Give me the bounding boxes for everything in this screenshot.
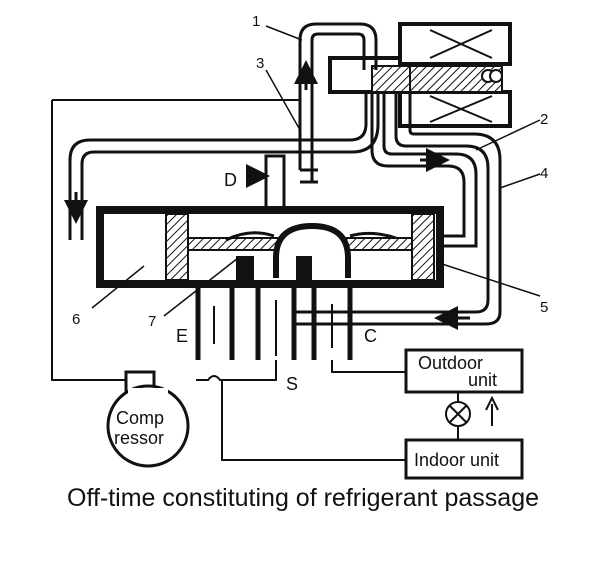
indoor-unit-label: Indoor unit bbox=[414, 450, 499, 470]
compressor: Comp ressor bbox=[106, 370, 190, 468]
indoor-unit: Indoor unit bbox=[404, 438, 524, 480]
capillary-tube-1 bbox=[294, 22, 378, 138]
discharge-pipe bbox=[246, 138, 318, 212]
leader-lines bbox=[91, 25, 541, 317]
external-piping bbox=[51, 99, 499, 461]
port-c-label: C bbox=[364, 326, 377, 346]
callout-7: 7 bbox=[148, 313, 156, 330]
outdoor-unit-label-2: unit bbox=[468, 370, 497, 390]
callout-1: 1 bbox=[252, 13, 260, 30]
capillary-tube-2 bbox=[370, 92, 478, 248]
callout-6: 6 bbox=[72, 311, 80, 328]
expansion-valve-icon bbox=[445, 401, 471, 427]
diagram-caption: Off-time constituting of refrigerant pas… bbox=[67, 484, 539, 512]
capillary-tube-3 bbox=[64, 92, 380, 240]
compressor-label-2: ressor bbox=[114, 428, 164, 448]
flow-arrows bbox=[213, 300, 333, 356]
port-labels: D E S C bbox=[176, 170, 377, 394]
outdoor-unit: Outdoor unit bbox=[404, 348, 524, 394]
port-s-label: S bbox=[286, 374, 298, 394]
main-valve-body bbox=[96, 206, 444, 288]
port-d-label: D bbox=[224, 170, 237, 190]
callout-3: 3 bbox=[256, 55, 264, 72]
callout-4: 4 bbox=[540, 165, 548, 182]
outdoor-unit-label-1: Outdoor bbox=[418, 353, 483, 373]
callout-5: 5 bbox=[540, 299, 548, 316]
port-tubes bbox=[195, 256, 353, 360]
callout-numbers: 1 3 2 4 5 6 7 bbox=[72, 13, 548, 330]
callout-2: 2 bbox=[540, 111, 548, 128]
compressor-label-1: Comp bbox=[116, 408, 164, 428]
port-e-label: E bbox=[176, 326, 188, 346]
capillary-tube-4 bbox=[296, 92, 502, 330]
